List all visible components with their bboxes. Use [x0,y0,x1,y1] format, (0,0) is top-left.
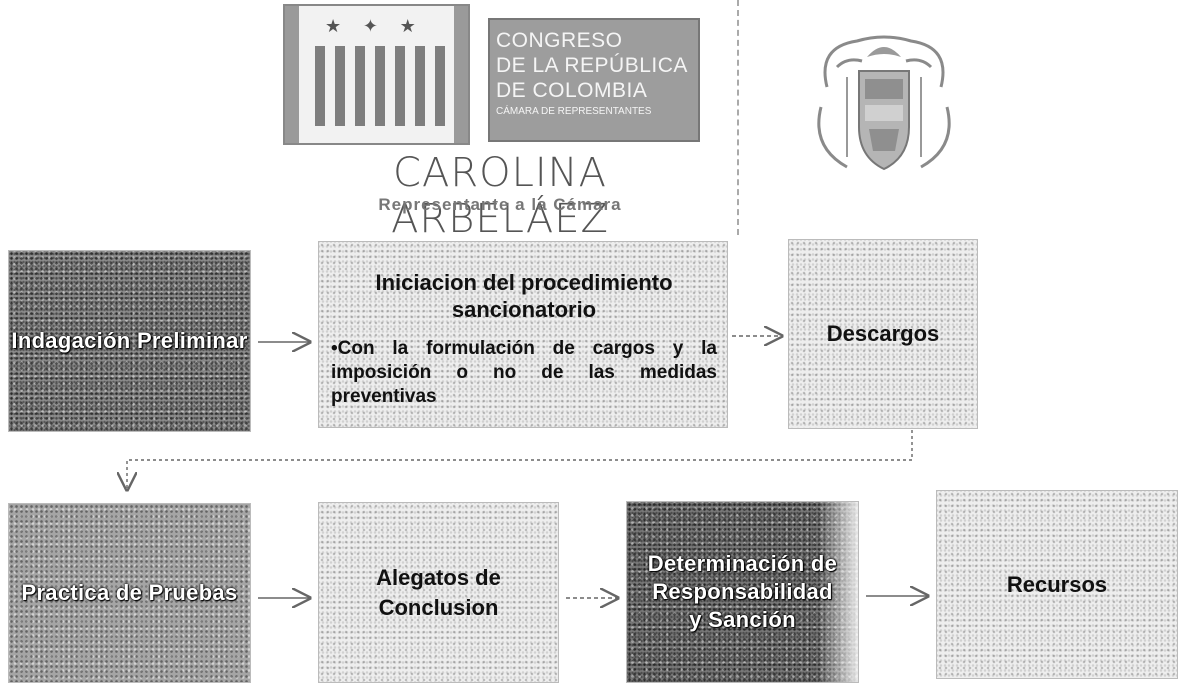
step-bullet: •Con la formulación de cargos y la impos… [331,337,717,407]
logo-pillar-right [454,6,468,143]
step-practica-de-pruebas: Practica de Pruebas [8,503,251,683]
coat-of-arms-seal [817,35,951,171]
logo-column [435,46,445,126]
step-indagacion-preliminar: Indagación Preliminar [8,250,251,432]
step-label: Determinación de Responsabilidad y Sanci… [647,551,838,632]
arrow-3-to-4 [127,430,913,490]
box-highlight [818,502,858,682]
logo-column [395,46,405,126]
logo-stars: ★ ✦ ★ [325,16,424,37]
step-label: Alegatos de Conclusion [376,564,501,620]
logo-column [375,46,385,126]
logo-line: CONGRESO [496,29,623,52]
representative-title: Representante a la Cámara [378,195,622,214]
logo-column [415,46,425,126]
step-label: Recursos [1006,571,1108,597]
step-label: Indagación Preliminar [11,328,248,353]
header-divider [737,0,739,235]
representative-name: CAROLINA ARBELÁEZ [391,150,609,242]
logo-line: DE COLOMBIA [496,79,648,102]
congress-text-logo: CONGRESO DE LA REPÚBLICA DE COLOMBIA CÁM… [488,18,700,142]
step-alegatos-de-conclusion: Alegatos de Conclusion [318,502,559,683]
logo-column [335,46,345,126]
step-iniciacion-procedimiento: Iniciacion del procedimiento sancionator… [318,241,728,428]
congress-building-logo: ★ ✦ ★ [283,4,470,145]
logo-column [355,46,365,126]
logo-line: DE LA REPÚBLICA [496,54,688,77]
step-descargos: Descargos [788,239,978,429]
step-label: Descargos [826,321,940,346]
step-recursos: Recursos [936,490,1178,679]
logo-line: CÁMARA DE REPRESENTANTES [496,106,652,117]
step-determinacion-responsabilidad: Determinación de Responsabilidad y Sanci… [626,501,859,683]
step-label: Practica de Pruebas [21,580,238,605]
step-title: Iniciacion del procedimiento sancionator… [375,269,673,322]
logo-pillar-left [285,6,299,143]
logo-column [315,46,325,126]
